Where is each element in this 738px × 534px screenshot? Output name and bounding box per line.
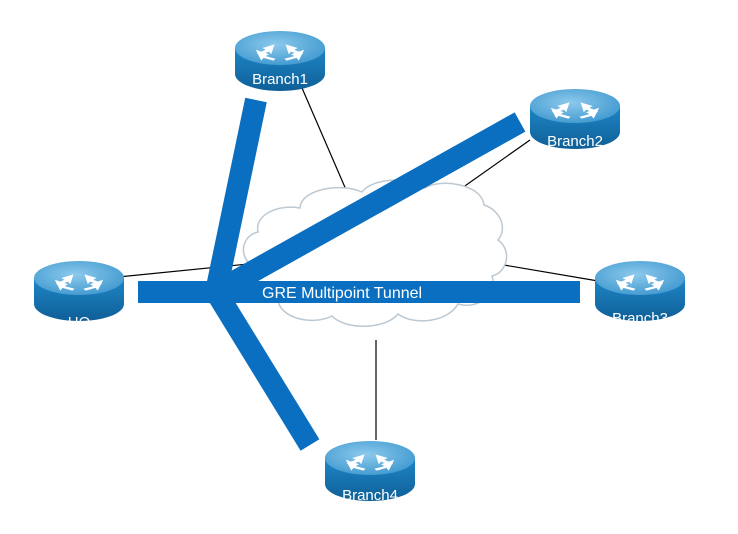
router-branch3[interactable]: Branch3 <box>595 261 685 327</box>
router-hq[interactable]: HQ <box>34 261 124 331</box>
tunnel-branch2 <box>210 112 526 302</box>
router-label-branch4: Branch4 <box>342 487 398 504</box>
tunnel-label: GRE Multipoint Tunnel <box>262 285 422 302</box>
router-branch4[interactable]: Branch4 <box>325 441 415 504</box>
router-branch2[interactable]: Branch2 <box>530 89 620 150</box>
router-label-hq: HQ <box>68 314 91 331</box>
router-label-branch1: Branch1 <box>252 71 308 88</box>
router-label-branch3: Branch3 <box>612 310 668 327</box>
link-branch3-cloud <box>503 264 605 283</box>
router-label-branch2: Branch2 <box>547 133 603 150</box>
tunnel-branch4 <box>206 286 320 451</box>
tunnel-branch1 <box>205 97 267 295</box>
router-branch1[interactable]: Branch1 <box>235 31 325 91</box>
link-branch1-cloud <box>301 87 348 193</box>
gre-tunnel <box>138 97 580 451</box>
